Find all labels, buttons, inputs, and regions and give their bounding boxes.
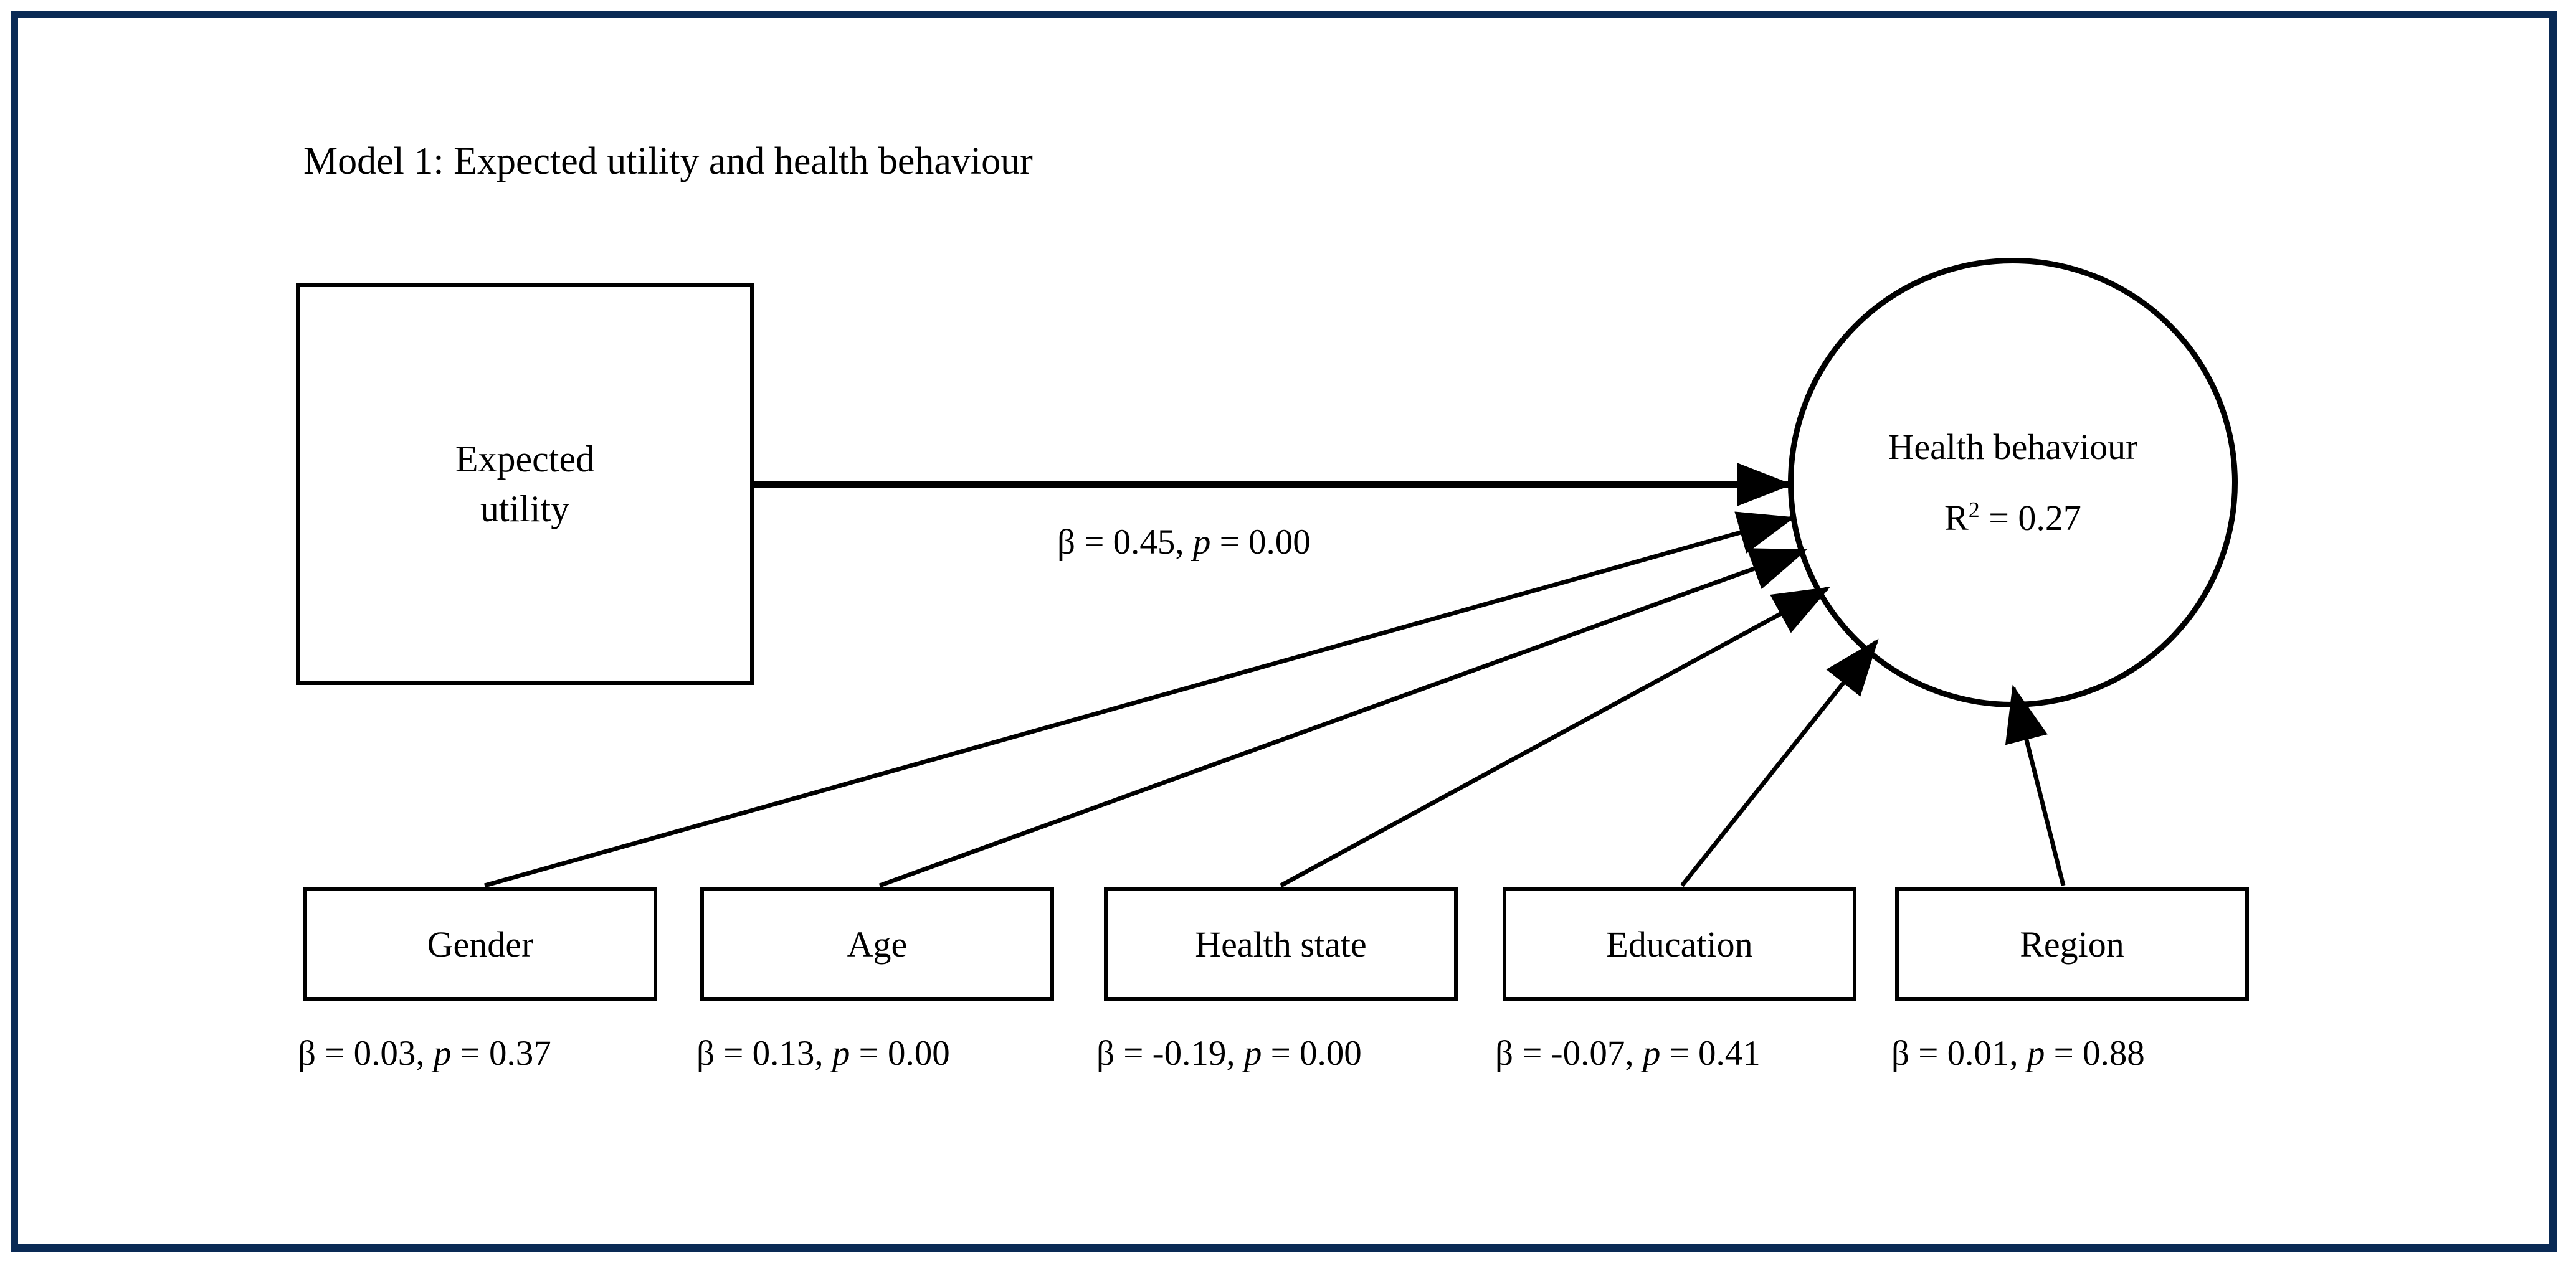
node-education[interactable]: Education: [1503, 887, 1856, 1001]
coefficient-label-expected-utility: β = 0.45, p = 0.00: [1057, 524, 1311, 560]
node-health-behaviour-label: Health behaviour: [1888, 427, 2138, 467]
beta-text: β = 0.03,: [298, 1034, 434, 1073]
p-symbol: p: [1192, 522, 1211, 562]
node-gender-label: Gender: [427, 924, 534, 965]
coefficient-label-age: β = 0.13, p = 0.00: [696, 1036, 950, 1071]
beta-text: β = 0.45,: [1057, 522, 1193, 562]
p-value-text: = 0.41: [1660, 1034, 1761, 1073]
p-value-text: = 0.88: [2045, 1034, 2145, 1073]
p-value-text: = 0.00: [850, 1034, 950, 1073]
p-symbol: p: [1243, 1034, 1262, 1073]
r2-prefix: R: [1944, 498, 1969, 538]
p-value-text: = 0.37: [451, 1034, 551, 1073]
p-value-text: = 0.00: [1210, 522, 1311, 562]
p-symbol: p: [433, 1034, 452, 1073]
r2-value: = 0.27: [1979, 498, 2081, 538]
coefficient-label-region: β = 0.01, p = 0.88: [1891, 1036, 2145, 1071]
node-education-label: Education: [1606, 924, 1753, 965]
node-region[interactable]: Region: [1895, 887, 2249, 1001]
node-health-state[interactable]: Health state: [1104, 887, 1458, 1001]
beta-text: β = 0.13,: [696, 1034, 832, 1073]
r2-exponent: 2: [1968, 497, 1980, 522]
node-age[interactable]: Age: [700, 887, 1054, 1001]
beta-text: β = -0.19,: [1096, 1034, 1244, 1073]
node-label-line1: Expected: [455, 438, 595, 480]
node-expected-utility[interactable]: Expected utility: [296, 283, 754, 685]
node-health-behaviour-r2: R2 = 0.27: [1944, 497, 2081, 538]
node-health-behaviour[interactable]: Health behaviour R2 = 0.27: [1788, 258, 2238, 707]
node-expected-utility-label: Expected utility: [455, 435, 594, 533]
p-symbol: p: [832, 1034, 850, 1073]
beta-text: β = -0.07,: [1495, 1034, 1643, 1073]
node-age-label: Age: [847, 924, 908, 965]
node-region-label: Region: [2020, 924, 2124, 965]
coefficient-label-health-state: β = -0.19, p = 0.00: [1096, 1036, 1362, 1071]
p-symbol: p: [1642, 1034, 1661, 1073]
p-value-text: = 0.00: [1262, 1034, 1362, 1073]
page-title: Model 1: Expected utility and health beh…: [303, 140, 1033, 182]
coefficient-label-education: β = -0.07, p = 0.41: [1495, 1036, 1761, 1071]
beta-text: β = 0.01,: [1891, 1034, 2027, 1073]
p-symbol: p: [2027, 1034, 2045, 1073]
node-gender[interactable]: Gender: [303, 887, 657, 1001]
node-health-state-label: Health state: [1195, 924, 1367, 965]
coefficient-label-gender: β = 0.03, p = 0.37: [298, 1036, 551, 1071]
node-label-line2: utility: [480, 488, 570, 529]
